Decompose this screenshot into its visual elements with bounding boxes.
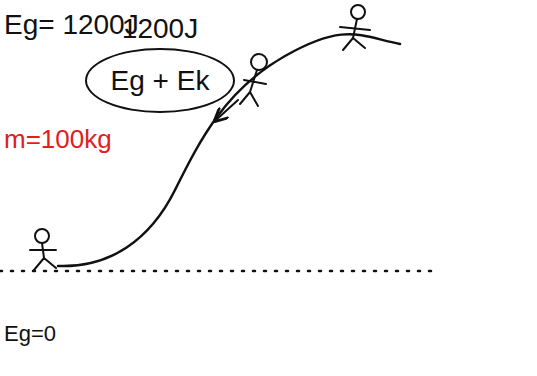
mass-label: m=100kg (4, 124, 537, 155)
energy-label: Eg= 1200J (4, 8, 537, 42)
energy-sum: Eg + Ek (111, 64, 210, 98)
stick-figure-middle (240, 54, 267, 106)
ground-energy-label: Eg=0 (4, 321, 537, 347)
arrow (216, 100, 238, 120)
stick-figure-bottom (30, 229, 56, 270)
circled-energy: Eg + Ek (85, 48, 236, 114)
ground-line (0, 270, 440, 273)
stick-figure-top (340, 5, 370, 50)
